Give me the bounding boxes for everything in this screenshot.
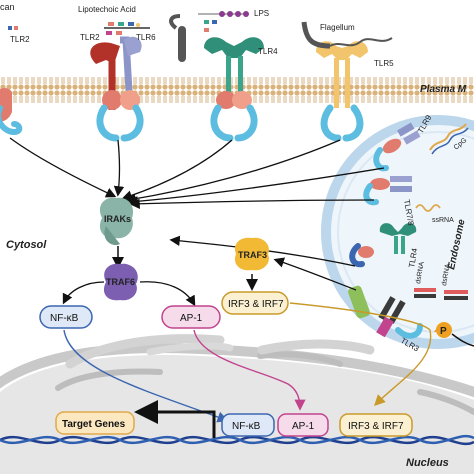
ssrna-strand [415, 204, 441, 212]
flagellum-label: Flagellum [320, 23, 355, 32]
transcription-arrow [134, 400, 216, 438]
phosphate-marker: P [434, 322, 474, 347]
ap1-translocation-arrow [193, 329, 306, 411]
traf3-node: TRAF3 [234, 237, 269, 271]
ap1-nuclear-box: AP-1 [277, 413, 329, 437]
traf3-label: TRAF3 [238, 250, 267, 260]
tlr2-tlr6-receptor [90, 36, 144, 142]
plasma-membrane-label: Plasma M [420, 84, 467, 95]
dsrna-label-1: dsRNA [415, 261, 426, 284]
glycan-label: can [0, 2, 15, 12]
irf-nuclear-label: IRF3 & IRF7 [348, 421, 404, 432]
endosome-to-traf3-arrow [273, 257, 357, 291]
tlr4-endosomal-label: TLR4 [407, 247, 419, 268]
tlr9-receptor [373, 122, 421, 172]
ap1-label: AP-1 [180, 313, 203, 324]
lipoteichoic-acid [104, 22, 150, 35]
nfkb-nuclear-box: NF-κB [221, 413, 275, 437]
irf-nuclear-box: IRF3 & IRF7 [339, 413, 413, 437]
cytosol-label: Cytosol [6, 239, 47, 251]
ap1-box: AP-1 [161, 305, 221, 329]
ap1-nuclear-label: AP-1 [292, 421, 315, 432]
traf6-to-nfkb-arrow [62, 281, 105, 305]
nfkb-nuclear-label: NF-κB [232, 421, 261, 432]
ssrna-label: ssRNA [432, 217, 454, 224]
tlr4-receptor [169, 14, 264, 142]
organelle-bands [65, 334, 375, 369]
tlr2-label: TLR2 [80, 33, 100, 42]
irf-label: IRF3 & IRF7 [228, 299, 284, 310]
nfkb-label: NF-κB [50, 313, 79, 324]
traf6-node: TRAF6 [103, 263, 138, 301]
irak-label: IRAKs [104, 214, 131, 224]
irf-translocation-arrow [289, 302, 432, 406]
irak-node: IRAKs [99, 197, 134, 246]
target-genes-box: Target Genes [55, 411, 135, 435]
tlr5-label: TLR5 [374, 59, 394, 68]
endosome-membrane-segment [348, 285, 370, 319]
tlr2-left-receptor [0, 88, 23, 136]
dsrna-pair-1 [414, 288, 436, 298]
phosphate-label: P [440, 326, 447, 337]
cpg-dna [429, 123, 469, 155]
lps-molecule [198, 11, 249, 32]
target-genes-label: Target Genes [62, 419, 126, 430]
nfkb-box: NF-κB [39, 305, 93, 329]
glycan-fragment [8, 26, 18, 30]
traf6-to-ap1-arrow [139, 281, 196, 307]
dsrna-pair-2 [444, 290, 468, 300]
tlr4-label: TLR4 [258, 47, 278, 56]
tlr6-label: TLR6 [136, 33, 156, 42]
tlr78-receptor [363, 176, 412, 206]
flagellum [301, 21, 393, 49]
tlr2-left-label: TLR2 [10, 35, 30, 44]
dsrna-label-2: dsRNA [441, 263, 452, 286]
nucleus-label: Nucleus [406, 457, 449, 469]
dna-helix [0, 434, 474, 446]
lps-label: LPS [254, 9, 269, 18]
traf6-label: TRAF6 [106, 277, 135, 287]
lipoteichoic-acid-label: Lipotechoic Acid [78, 5, 136, 14]
irf-box: IRF3 & IRF7 [221, 291, 289, 315]
nfkb-translocation-arrow [63, 329, 229, 423]
tlr4-endosomal-receptor [349, 223, 417, 268]
